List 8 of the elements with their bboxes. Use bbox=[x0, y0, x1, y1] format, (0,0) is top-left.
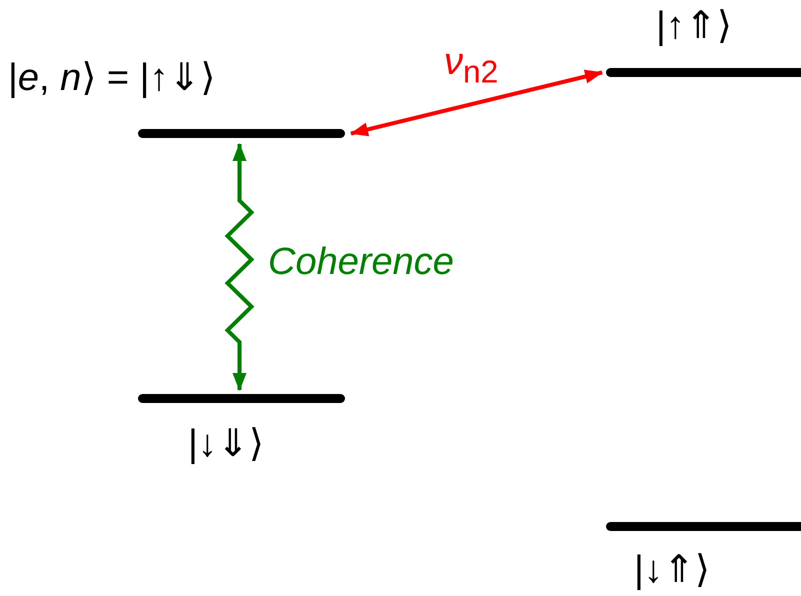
edge-label: Coherence bbox=[268, 240, 454, 284]
state-label: |↓⇑⟩ bbox=[634, 548, 710, 592]
double-arrow bbox=[350, 70, 603, 136]
edge-label: ν$_{n2}$ bbox=[444, 40, 498, 92]
state-label: |↓⇓⟩ bbox=[188, 422, 264, 466]
state-label: |e, n⟩ = |↑⇓⟩ bbox=[8, 56, 216, 100]
state-label: |↑⇑⟩ bbox=[656, 4, 732, 48]
double-arrow bbox=[224, 143, 254, 391]
